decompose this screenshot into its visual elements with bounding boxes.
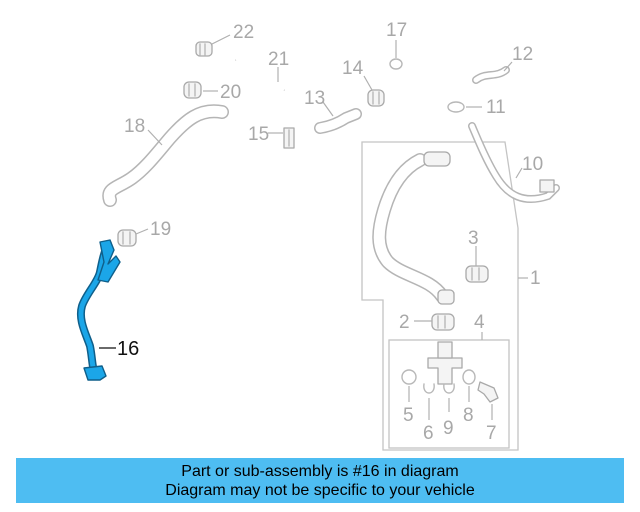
callout-8: 8 bbox=[463, 405, 474, 426]
part-2-clamp bbox=[414, 313, 455, 331]
part-1-hose bbox=[372, 151, 528, 305]
callout-22: 22 bbox=[233, 22, 254, 43]
part-t-connector bbox=[427, 341, 463, 385]
callout-17: 17 bbox=[386, 20, 407, 41]
callout-16: 16 bbox=[117, 338, 139, 360]
part-21-hose bbox=[235, 57, 285, 92]
part-18-hose bbox=[102, 104, 229, 207]
callout-12: 12 bbox=[512, 44, 533, 65]
callout-3: 3 bbox=[468, 228, 479, 249]
part-20-clamp bbox=[183, 81, 218, 99]
callout-6: 6 bbox=[423, 423, 434, 444]
sub-assembly-box bbox=[388, 339, 510, 449]
callout-9: 9 bbox=[443, 418, 454, 439]
part-14-clamp bbox=[363, 75, 385, 107]
part-22-clamp bbox=[195, 34, 231, 57]
callout-10: 10 bbox=[522, 154, 543, 175]
callout-4: 4 bbox=[474, 312, 485, 333]
callout-5: 5 bbox=[403, 405, 414, 426]
part-12-hose bbox=[472, 61, 513, 84]
part-15-bracket bbox=[268, 127, 295, 149]
banner-line-1: Part or sub-assembly is #16 in diagram bbox=[181, 463, 459, 480]
part-17-seal bbox=[389, 40, 403, 70]
part-9-clip bbox=[443, 383, 455, 412]
part-8-oring bbox=[462, 369, 476, 402]
part-13-hose bbox=[314, 101, 362, 134]
callout-2: 2 bbox=[399, 312, 410, 333]
callout-13: 13 bbox=[304, 88, 325, 109]
info-banner: Part or sub-assembly is #16 in diagram D… bbox=[16, 458, 624, 503]
part-19-clamp bbox=[117, 228, 149, 247]
banner-line-2: Diagram may not be specific to your vehi… bbox=[165, 482, 475, 499]
callout-21: 21 bbox=[268, 49, 289, 70]
part-16-pipe-highlighted bbox=[77, 239, 121, 381]
part-11-oring bbox=[447, 101, 482, 113]
callout-19: 19 bbox=[150, 219, 171, 240]
callout-18: 18 bbox=[124, 116, 145, 137]
assembly-outline bbox=[361, 141, 519, 451]
parts-diagram: 22 21 20 18 19 15 13 bbox=[77, 20, 560, 451]
callout-1: 1 bbox=[530, 268, 541, 289]
part-3-clamp bbox=[465, 246, 489, 283]
callout-11: 11 bbox=[486, 97, 506, 118]
part-6-clip bbox=[423, 383, 435, 420]
callout-14: 14 bbox=[342, 58, 364, 79]
callout-20: 20 bbox=[220, 82, 241, 103]
part-5-oring bbox=[401, 369, 417, 402]
part-10-pipe bbox=[468, 122, 560, 204]
callout-7: 7 bbox=[486, 423, 497, 444]
callout-15: 15 bbox=[248, 124, 269, 145]
part-7-sensor bbox=[477, 381, 499, 420]
